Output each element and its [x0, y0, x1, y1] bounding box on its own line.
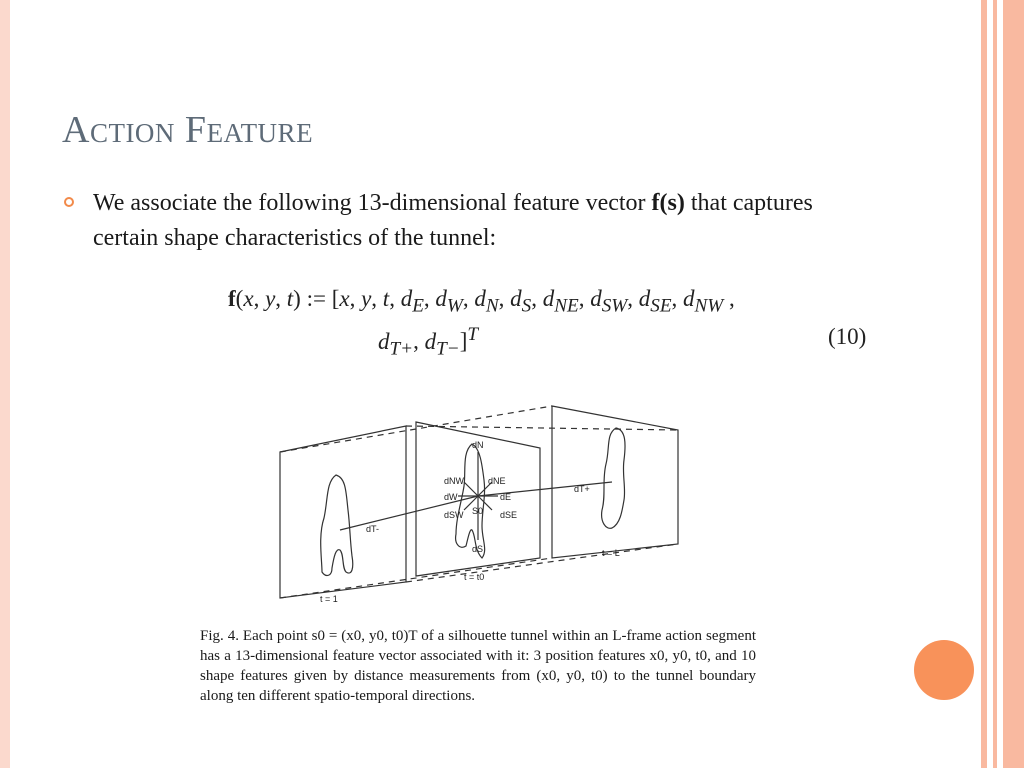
label-dSW: dSW: [444, 510, 464, 520]
label-dE: dE: [500, 492, 511, 502]
left-border-strip: [0, 0, 10, 768]
equation-number: (10): [828, 324, 867, 349]
label-tL: t = L: [602, 548, 620, 558]
label-s0: S0: [472, 506, 483, 516]
bullet-text: We associate the following 13-dimensiona…: [93, 186, 873, 256]
label-dS: dS: [472, 544, 483, 554]
bullet-text-part2: that captures certain shape characterist…: [93, 190, 813, 251]
bullet-text-part1: We associate the following 13-dimensiona…: [93, 190, 652, 216]
label-dTplus: dT+: [574, 484, 590, 494]
figure-caption: Fig. 4. Each point s0 = (x0, y0, t0)T of…: [200, 628, 756, 704]
feature-function: f(s): [651, 190, 685, 216]
arrow-dTplus: [477, 481, 613, 497]
label-dN: dN: [472, 440, 484, 450]
silhouette-t0: [455, 443, 486, 559]
label-dSE: dSE: [500, 510, 517, 520]
frame-tL: [551, 405, 679, 559]
arrow-dTminus: [339, 495, 479, 531]
equation-line1: f(x, y, t) := [x, y, t, dE, dW, dN, dS, …: [228, 286, 735, 317]
equation-line2: dT+, dT−]T: [378, 324, 479, 360]
silhouette-tunnel-figure: dN dNW dNE dW dE dSW dSE S0 dS dT- dT+ t…: [279, 405, 679, 604]
silhouette-t1: [320, 474, 354, 577]
label-dTminus: dT-: [366, 524, 379, 534]
label-t1: t = 1: [320, 594, 338, 604]
decorative-orange-circle: [914, 640, 974, 700]
label-dNW: dNW: [444, 476, 465, 486]
slide-background: [10, 0, 981, 768]
frame-t1: [279, 425, 407, 599]
bullet-circle-icon: [64, 197, 74, 207]
silhouette-tL: [601, 427, 626, 529]
equation-10: f(x, y, t) := [x, y, t, dE, dW, dN, dS, …: [228, 286, 888, 359]
right-border-strips: [981, 0, 1024, 768]
label-dNE: dNE: [488, 476, 506, 486]
label-dW: dW: [444, 492, 458, 502]
slide-title: Action Feature: [62, 109, 314, 151]
label-t0: t = t0: [464, 572, 484, 582]
frame-t0: [415, 421, 541, 577]
